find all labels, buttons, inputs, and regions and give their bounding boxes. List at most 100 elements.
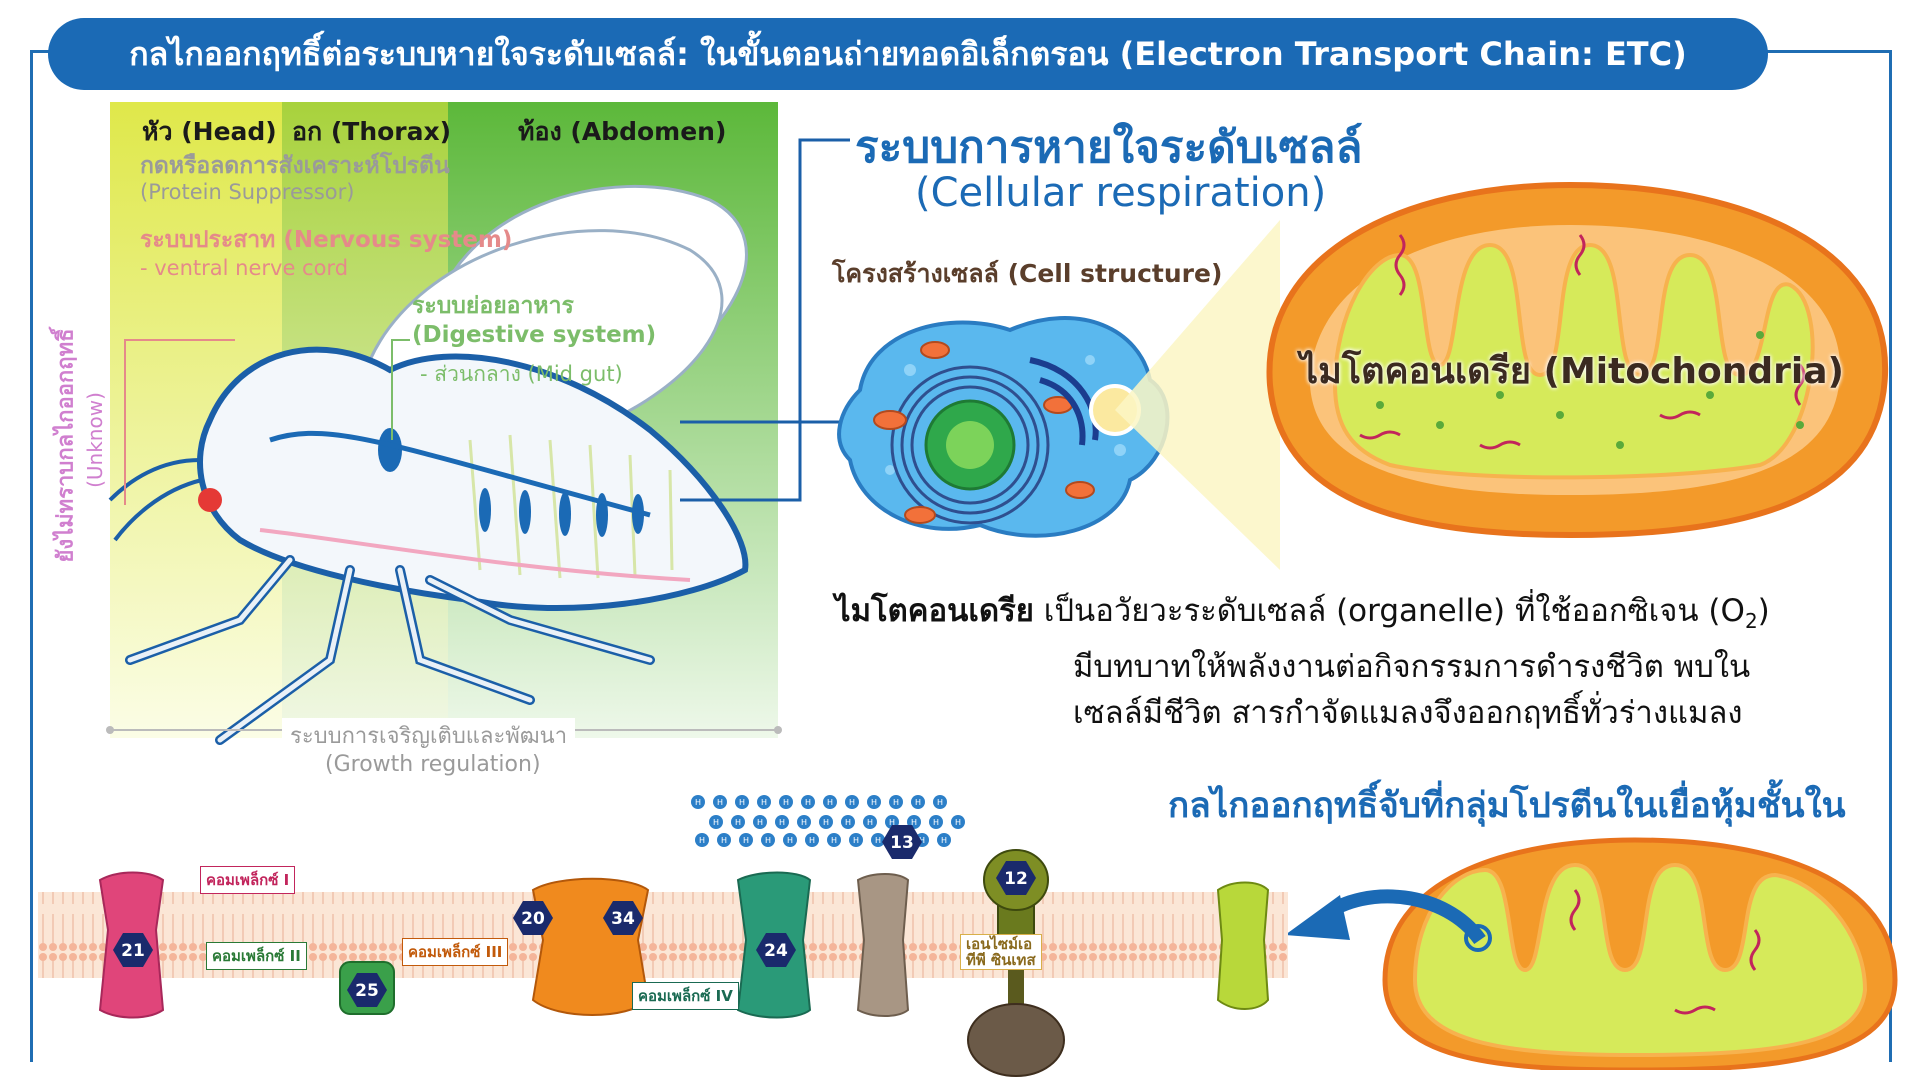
- inner-membrane-caption: กลไกออกฤทธิ์จับที่กลุ่มโปรตีนในเยื่อหุ้ม…: [1168, 786, 1846, 826]
- proton-label: H: [801, 818, 807, 827]
- page-title: กลไกออกฤทธิ์ต่อระบบหายใจระดับเซลล์: ในขั…: [48, 18, 1768, 90]
- zone-label-thorax: อก (Thorax): [292, 117, 452, 146]
- proton-2: [735, 795, 749, 809]
- mito-dna: [1359, 234, 1806, 450]
- proton-32: [871, 833, 885, 847]
- zone-label-head: หัว (Head): [142, 117, 277, 146]
- proton-label: H: [735, 818, 741, 827]
- svg-text:12: 12: [1004, 869, 1028, 889]
- proton-0: [691, 795, 705, 809]
- proton-label: H: [761, 798, 767, 807]
- proton-label: H: [845, 818, 851, 827]
- growth-regulation-en: (Growth regulation): [325, 752, 541, 777]
- description-bold: ไมโตคอนเดรีย: [835, 593, 1034, 629]
- svg-text:13: 13: [890, 833, 914, 853]
- proton-label: H: [717, 798, 723, 807]
- proton-7: [845, 795, 859, 809]
- proton-3: [757, 795, 771, 809]
- arrow-to-membrane-icon: [1285, 889, 1486, 945]
- proton-label: H: [893, 798, 899, 807]
- complex-3: [531, 877, 650, 1016]
- zoom-cone: [1115, 220, 1280, 570]
- proton-16: [797, 815, 811, 829]
- cell-mitochondria: [873, 341, 1095, 524]
- proton-label: H: [853, 836, 859, 845]
- complex-1-tag: คอมเพล็กซ์ I: [200, 866, 296, 894]
- proton-13: [731, 815, 745, 829]
- proton-18: [841, 815, 855, 829]
- respiration-heading: ระบบการหายใจระดับเซลล์: [855, 122, 1363, 173]
- proton-label: H: [915, 798, 921, 807]
- hex-badges: 21 25 20 34 24 12 13: [113, 825, 1036, 1007]
- proton-28: [783, 833, 797, 847]
- proton-30: [827, 833, 841, 847]
- proton-5: [801, 795, 815, 809]
- proton-label: H: [867, 818, 873, 827]
- proton-17: [819, 815, 833, 829]
- proton-label: H: [823, 818, 829, 827]
- golgi-apparatus: [1029, 357, 1099, 446]
- cell-structure-label: โครงสร้างเซลล์ (Cell structure): [832, 259, 1223, 288]
- nervous-system-label: ระบบประสาท (Nervous system): [140, 227, 513, 253]
- mitochondrion-small: [1382, 837, 1898, 1070]
- proton-label: H: [739, 798, 745, 807]
- proton-1: [713, 795, 727, 809]
- proton-label: H: [875, 836, 881, 845]
- proton-label: H: [765, 836, 771, 845]
- transporter-green: [1216, 881, 1270, 1010]
- proton-24: [695, 833, 709, 847]
- proton-label: H: [721, 836, 727, 845]
- proton-label: H: [809, 836, 815, 845]
- complex-3-tag: คอมเพล็กซ์ III: [402, 938, 509, 966]
- proton-label: H: [849, 798, 855, 807]
- proton-label: H: [827, 798, 833, 807]
- ventral-nerve-cord: [269, 430, 651, 518]
- growth-regulation-label: ระบบการเจริญเติบและพัฒนา: [282, 718, 576, 753]
- digestive-system-en: (Digestive system): [412, 322, 657, 348]
- svg-text:20: 20: [521, 909, 545, 929]
- proton-11: [933, 795, 947, 809]
- proton-label: H: [699, 836, 705, 845]
- proton-6: [823, 795, 837, 809]
- zone-label-abdomen: ท้อง (Abdomen): [518, 117, 727, 146]
- proton-27: [761, 833, 775, 847]
- proton-31: [849, 833, 863, 847]
- protein-suppressor-label: กดหรือลดการสังเคราะห์โปรตีน: [140, 153, 450, 179]
- nervous-system-detail: - ventral nerve cord: [140, 256, 349, 280]
- svg-text:25: 25: [355, 981, 379, 1001]
- unknown-mechanism: ยังไม่ทราบกลไกออกฤทธิ์ (Unknow): [53, 328, 108, 563]
- proton-14: [753, 815, 767, 829]
- proton-label: H: [871, 798, 877, 807]
- proton-8: [867, 795, 881, 809]
- svg-text:34: 34: [611, 909, 635, 929]
- digestive-system-label: ระบบย่อยอาหาร: [412, 293, 574, 319]
- inner-membrane-highlight: [1464, 924, 1492, 952]
- proton-label: H: [831, 836, 837, 845]
- proton-25: [717, 833, 731, 847]
- proton-label: H: [695, 798, 701, 807]
- proton-label: H: [779, 818, 785, 827]
- mitochondria-label: ไมโตคอนเดรีย (Mitochondria): [1300, 351, 1845, 392]
- proton-23: [951, 815, 965, 829]
- insect-eye: [198, 488, 222, 512]
- etc-membrane-diagram: HHHHHHHHHHHHHHHHHHHHHHHHHHHHHHHHHHHH 21 …: [38, 795, 1288, 1077]
- mitochondrion-large: [1266, 181, 1889, 539]
- endoplasmic-reticulum: [890, 365, 1050, 525]
- proton-label: H: [919, 836, 925, 845]
- proton-label: H: [787, 836, 793, 845]
- svg-text:21: 21: [121, 941, 145, 961]
- mito-ribosomes: [1376, 331, 1804, 449]
- proton-label: H: [937, 798, 943, 807]
- mitochondria-description: ไมโตคอนเดรีย เป็นอวัยวะระดับเซลล์ (organ…: [835, 593, 1770, 732]
- cell-nucleolus: [946, 421, 994, 469]
- protein-suppressor-en: (Protein Suppressor): [140, 180, 355, 204]
- atp-synthase-tag: เอนไซม์เอทีพี ซินเทส: [960, 934, 1042, 970]
- proton-19: [863, 815, 877, 829]
- digestive-system-detail: - ส่วนกลาง (Mid gut): [420, 362, 623, 386]
- proton-10: [911, 795, 925, 809]
- transporter-grey: [856, 873, 910, 1017]
- abdomen-segments: [468, 434, 674, 579]
- insect-panel: [106, 102, 782, 745]
- proton-label: H: [933, 818, 939, 827]
- proton-4: [779, 795, 793, 809]
